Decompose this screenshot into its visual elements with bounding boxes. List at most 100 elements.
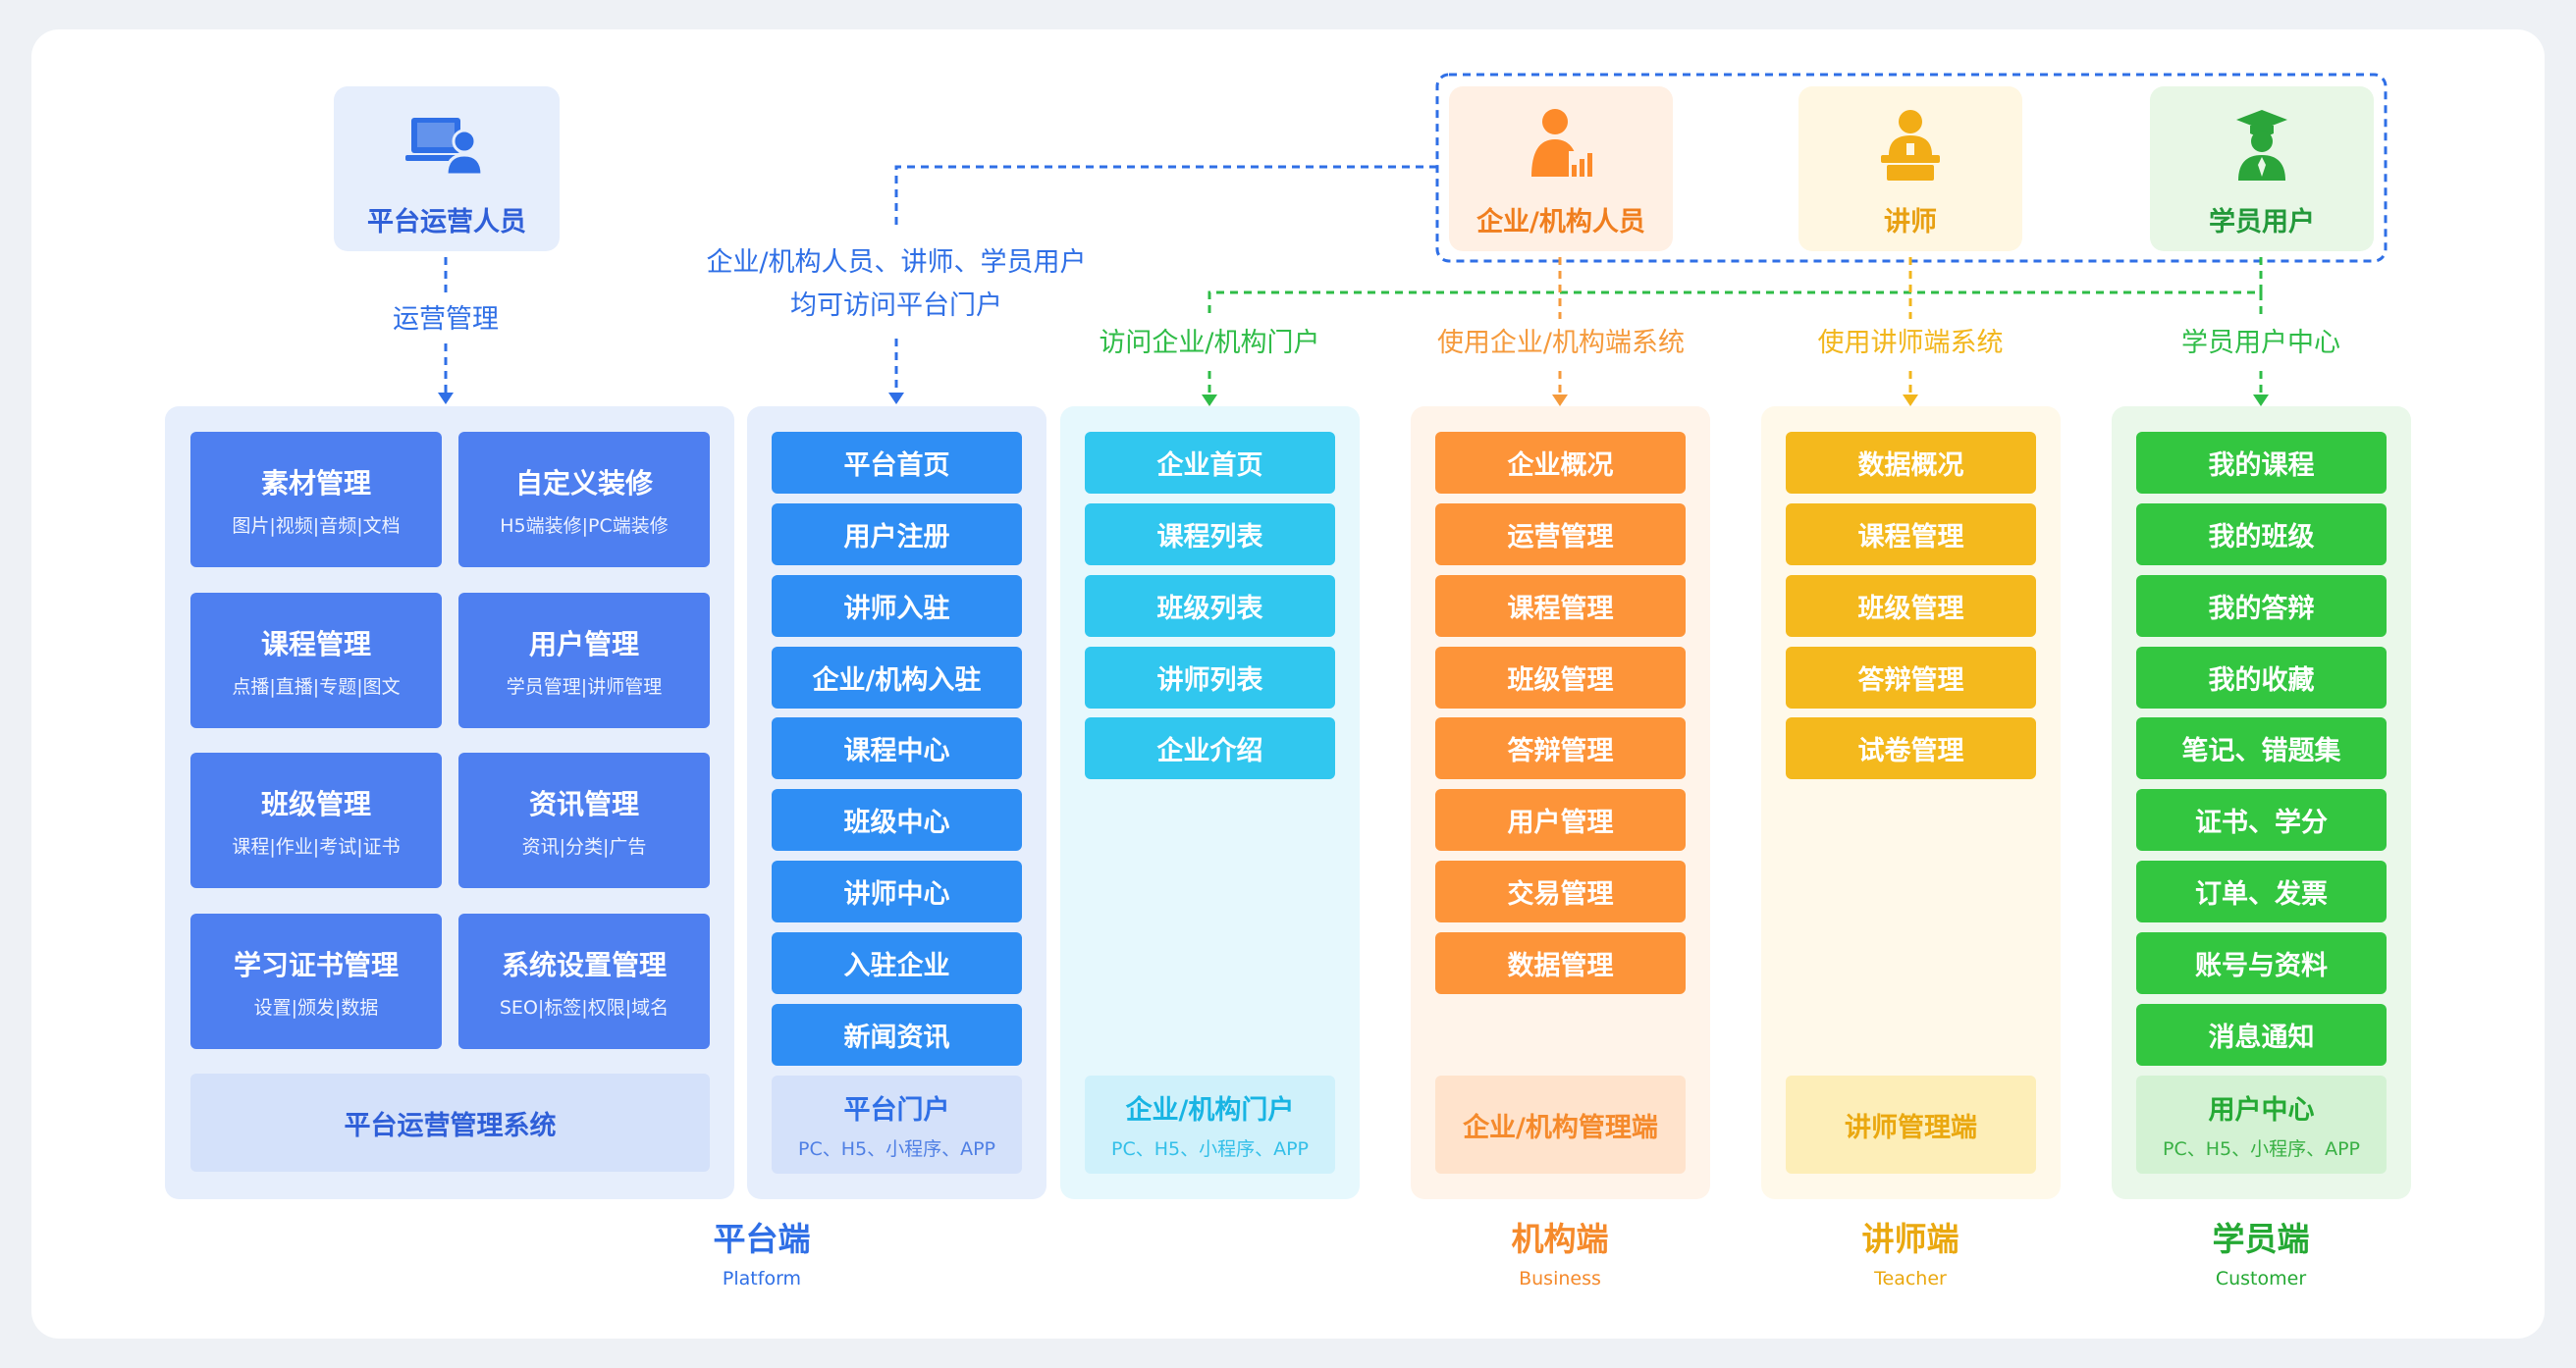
student-item[interactable]: 订单、发票 [2136, 861, 2387, 922]
group-teacher-sub: Teacher [1874, 1268, 1947, 1289]
mgmt-item[interactable]: 课程管理 点播|直播|专题|图文 [190, 593, 442, 728]
teacher-item[interactable]: 课程管理 [1786, 503, 2036, 565]
portal-item[interactable]: 班级中心 [772, 789, 1022, 851]
mgmt-item-title: 自定义装修 [514, 466, 653, 500]
student-item[interactable]: 我的课程 [2136, 432, 2387, 494]
graduate-icon [2236, 110, 2287, 181]
business-item[interactable]: 用户管理 [1435, 789, 1686, 851]
portal-footer: 平台门户 PC、H5、小程序、APP [772, 1076, 1022, 1174]
role-student: 学员用户 [2150, 86, 2374, 251]
panel-teacher: 数据概况 课程管理 班级管理 答辩管理 试卷管理 讲师管理端 [1761, 406, 2061, 1199]
portal-item[interactable]: 平台首页 [772, 432, 1022, 494]
group-teacher: 讲师端 Teacher [1812, 1213, 2009, 1289]
student-item[interactable]: 我的答辩 [2136, 575, 2387, 637]
group-platform-sub: Platform [722, 1268, 802, 1289]
mgmt-item[interactable]: 班级管理 课程|作业|考试|证书 [190, 753, 442, 888]
mgmt-footer-title: 平台运营管理系统 [344, 1110, 557, 1141]
business-item[interactable]: 运营管理 [1435, 503, 1686, 565]
group-teacher-title: 讲师端 [1861, 1220, 1959, 1258]
mgmt-item-sub: 资讯|分类|广告 [521, 835, 647, 858]
portal-item[interactable]: 入驻企业 [772, 932, 1022, 994]
caption-business-system: 使用企业/机构端系统 [1436, 328, 1686, 358]
caption-portal-line2: 均可访问平台门户 [790, 290, 1002, 321]
mgmt-item-sub: SEO|标签|权限|域名 [499, 996, 670, 1019]
role-student-label: 学员用户 [2209, 207, 2315, 237]
enterprise-portal-item[interactable]: 企业首页 [1085, 432, 1335, 494]
enterprise-portal-item[interactable]: 企业介绍 [1085, 717, 1335, 779]
panel-platform-portal: 平台首页 用户注册 讲师入驻 企业/机构入驻 课程中心 班级中心 讲师中心 入驻… [747, 406, 1046, 1199]
portal-item[interactable]: 用户注册 [772, 503, 1022, 565]
business-item[interactable]: 班级管理 [1435, 647, 1686, 709]
enterprise-portal-footer-sub: PC、H5、小程序、APP [1110, 1138, 1309, 1160]
mgmt-item-sub: 学员管理|讲师管理 [506, 675, 663, 698]
portal-item[interactable]: 课程中心 [772, 717, 1022, 779]
mgmt-item-sub: 点播|直播|专题|图文 [232, 675, 401, 698]
arrow-heads [438, 393, 2269, 406]
business-item[interactable]: 数据管理 [1435, 932, 1686, 994]
panel-business: 企业概况 运营管理 课程管理 班级管理 答辩管理 用户管理 交易管理 数据管理 … [1411, 406, 1710, 1199]
group-platform-title: 平台端 [713, 1220, 811, 1258]
teacher-item[interactable]: 班级管理 [1786, 575, 2036, 637]
group-student-title: 学员端 [2212, 1220, 2310, 1258]
role-operator-label: 平台运营人员 [367, 207, 526, 237]
teacher-item[interactable]: 答辩管理 [1786, 647, 2036, 709]
business-item[interactable]: 企业概况 [1435, 432, 1686, 494]
mgmt-item[interactable]: 用户管理 学员管理|讲师管理 [458, 593, 710, 728]
student-item[interactable]: 我的班级 [2136, 503, 2387, 565]
enterprise-portal-item[interactable]: 课程列表 [1085, 503, 1335, 565]
student-item[interactable]: 账号与资料 [2136, 932, 2387, 994]
group-business-title: 机构端 [1511, 1220, 1609, 1258]
business-item[interactable]: 课程管理 [1435, 575, 1686, 637]
panel-platform-management: 素材管理 图片|视频|音频|文档 自定义装修 H5端装修|PC端装修 课程管理 … [165, 406, 734, 1199]
enterprise-portal-footer-title: 企业/机构门户 [1125, 1095, 1295, 1126]
mgmt-item[interactable]: 自定义装修 H5端装修|PC端装修 [458, 432, 710, 567]
mgmt-item-title: 用户管理 [528, 627, 639, 660]
business-footer-title: 企业/机构管理端 [1463, 1112, 1658, 1143]
mgmt-item[interactable]: 系统设置管理 SEO|标签|权限|域名 [458, 914, 710, 1049]
role-enterprise-label: 企业/机构人员 [1476, 207, 1645, 237]
caption-teacher-system: 使用讲师端系统 [1817, 328, 2004, 358]
enterprise-portal-footer: 企业/机构门户 PC、H5、小程序、APP [1085, 1076, 1335, 1174]
business-item[interactable]: 答辩管理 [1435, 717, 1686, 779]
student-footer: 用户中心 PC、H5、小程序、APP [2136, 1076, 2387, 1174]
role-teacher-label: 讲师 [1884, 207, 1937, 237]
mgmt-item-sub: H5端装修|PC端装修 [500, 514, 669, 537]
enterprise-portal-item[interactable]: 班级列表 [1085, 575, 1335, 637]
mgmt-item[interactable]: 资讯管理 资讯|分类|广告 [458, 753, 710, 888]
student-item[interactable]: 消息通知 [2136, 1004, 2387, 1066]
business-footer: 企业/机构管理端 [1435, 1076, 1686, 1174]
student-item[interactable]: 证书、学分 [2136, 789, 2387, 851]
mgmt-item-title: 系统设置管理 [501, 948, 667, 981]
portal-item[interactable]: 讲师入驻 [772, 575, 1022, 637]
mgmt-item[interactable]: 学习证书管理 设置|颁发|数据 [190, 914, 442, 1049]
mgmt-item-title: 课程管理 [260, 627, 371, 660]
student-item[interactable]: 笔记、错题集 [2136, 717, 2387, 779]
mgmt-item-title: 素材管理 [260, 466, 371, 500]
teacher-item[interactable]: 试卷管理 [1786, 717, 2036, 779]
role-operator: 平台运营人员 [334, 86, 560, 251]
mgmt-item-title: 班级管理 [260, 787, 371, 820]
portal-item[interactable]: 新闻资讯 [772, 1004, 1022, 1066]
group-platform: 平台端 Platform [664, 1213, 860, 1289]
mgmt-item[interactable]: 素材管理 图片|视频|音频|文档 [190, 432, 442, 567]
enterprise-portal-item[interactable]: 讲师列表 [1085, 647, 1335, 709]
student-item[interactable]: 我的收藏 [2136, 647, 2387, 709]
group-student: 学员端 Customer [2163, 1213, 2359, 1289]
business-person-icon [1531, 109, 1594, 177]
business-item[interactable]: 交易管理 [1435, 861, 1686, 922]
portal-item[interactable]: 企业/机构入驻 [772, 647, 1022, 709]
group-business-sub: Business [1519, 1268, 1601, 1289]
mgmt-footer: 平台运营管理系统 [190, 1074, 710, 1172]
mgmt-item-sub: 图片|视频|音频|文档 [232, 514, 401, 537]
caption-student-center: 学员用户中心 [2181, 328, 2340, 358]
mgmt-item-sub: 设置|颁发|数据 [253, 996, 379, 1019]
teacher-item[interactable]: 数据概况 [1786, 432, 2036, 494]
caption-enterprise-portal: 访问企业/机构门户 [1099, 328, 1320, 358]
caption-ops: 运营管理 [393, 304, 499, 335]
portal-footer-sub: PC、H5、小程序、APP [797, 1138, 995, 1160]
role-teacher: 讲师 [1798, 86, 2022, 251]
mgmt-item-sub: 课程|作业|考试|证书 [232, 835, 401, 858]
group-student-sub: Customer [2215, 1268, 2307, 1289]
portal-item[interactable]: 讲师中心 [772, 861, 1022, 922]
